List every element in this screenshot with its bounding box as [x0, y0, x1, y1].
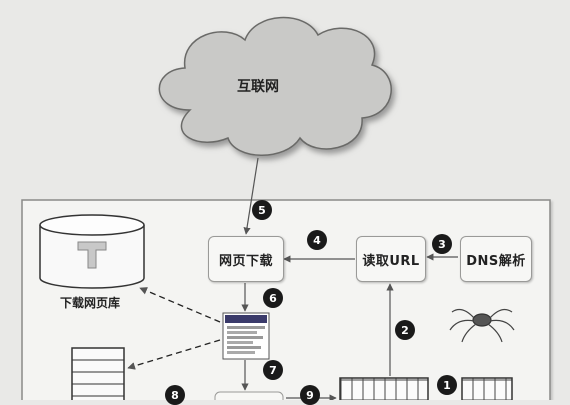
spider-icon [449, 308, 515, 343]
page-download-label: 网页下载 [218, 253, 273, 269]
step-badge-2: 2 [395, 320, 415, 340]
internet-cloud [158, 16, 392, 156]
webpage-thumbnail-icon [222, 312, 270, 360]
step-badge-5: 5 [252, 200, 272, 220]
read-url-label: 读取URL [362, 253, 420, 269]
internet-label: 互联网 [237, 79, 279, 95]
step-badge-8: 8 [165, 385, 185, 405]
step-badge-1: 1 [437, 375, 457, 395]
analysis-node-partial [214, 391, 284, 400]
page-download-node: 网页下载 [208, 236, 284, 282]
step-badge-7: 7 [263, 360, 283, 380]
dns-resolve-node: DNS解析 [460, 236, 532, 282]
read-url-node: 读取URL [356, 236, 426, 282]
arrow-cloud-to-download [243, 157, 259, 235]
dns-resolve-label: DNS解析 [466, 253, 526, 269]
arrow-page-to-index [127, 339, 221, 370]
download-db-cylinder [39, 214, 145, 289]
step-badge-4: 4 [307, 230, 327, 250]
index-stack [71, 347, 125, 400]
step-badge-3: 3 [432, 234, 452, 254]
arrow-page-to-db [139, 287, 221, 323]
step-badge-9: 9 [300, 385, 320, 405]
url-queue [339, 377, 513, 400]
step-badge-6: 6 [263, 288, 283, 308]
download-db-label: 下载网页库 [60, 296, 121, 310]
